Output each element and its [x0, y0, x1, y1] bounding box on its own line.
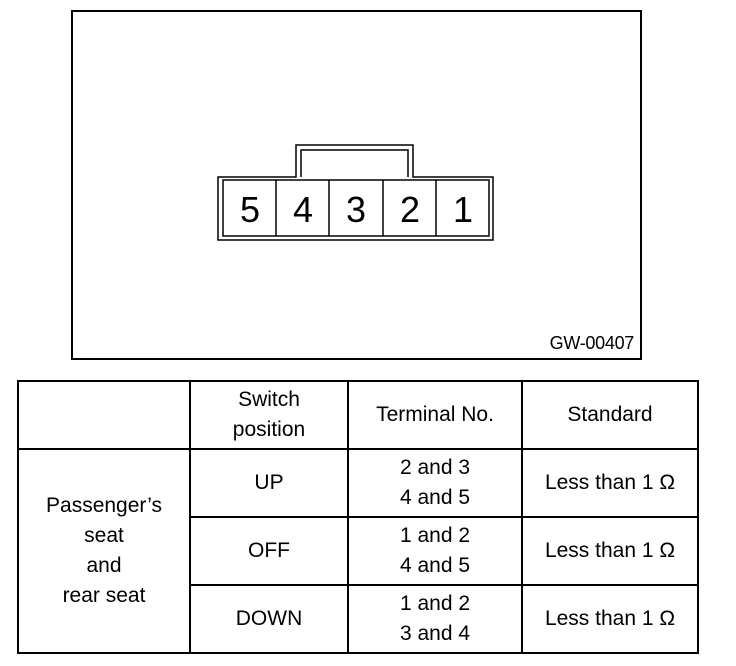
- terminal-pair: 3 and 4: [399, 622, 471, 645]
- table-row: DOWN 1 and 2 3 and 4 Less than 1 Ω: [18, 584, 699, 654]
- connector-outline: [217, 144, 494, 241]
- header-switch-line1: Switch: [238, 388, 300, 411]
- spec-table: Switch position Terminal No. Standard Pa…: [17, 380, 699, 654]
- terminal-pair: 1 and 2: [399, 524, 471, 547]
- group-label-line: rear seat: [62, 584, 146, 607]
- terminal-pair: 1 and 2: [399, 592, 471, 615]
- terminal-cell: 1 and 2 4 and 5: [347, 516, 523, 586]
- standard-cell: Less than 1 Ω: [521, 584, 699, 654]
- terminal-pair: 4 and 5: [399, 486, 471, 509]
- group-label: Passenger’s seat and rear seat: [17, 448, 191, 654]
- terminal-pair: 2 and 3: [399, 456, 471, 479]
- switch-position-cell: DOWN: [189, 584, 349, 654]
- pin-label: 3: [346, 189, 366, 230]
- switch-position-cell: OFF: [189, 516, 349, 586]
- terminal-pair: 4 and 5: [399, 554, 471, 577]
- standard-cell: Less than 1 Ω: [521, 448, 699, 518]
- table-header-row: Switch position Terminal No. Standard: [17, 380, 699, 450]
- terminal-cell: 1 and 2 3 and 4: [347, 584, 523, 654]
- pin-label: 2: [400, 189, 420, 230]
- pin-label: 4: [293, 189, 313, 230]
- connector-latch: [300, 149, 409, 177]
- header-terminal-no: Terminal No.: [347, 380, 523, 450]
- connector-figure: 5 4 3 2 1 GW-00407: [71, 10, 642, 360]
- header-empty: [17, 380, 191, 450]
- switch-position-cell: UP: [189, 448, 349, 518]
- header-switch-line2: position: [232, 418, 306, 441]
- group-label-line: seat: [84, 524, 124, 547]
- connector-diagram: 5 4 3 2 1: [217, 144, 494, 241]
- group-label-line: Passenger’s: [46, 494, 162, 517]
- header-standard: Standard: [521, 380, 699, 450]
- pin-label: 5: [240, 189, 260, 230]
- terminal-cell: 2 and 3 4 and 5: [347, 448, 523, 518]
- pin-label: 1: [453, 189, 473, 230]
- table-row: OFF 1 and 2 4 and 5 Less than 1 Ω: [18, 516, 699, 586]
- standard-cell: Less than 1 Ω: [521, 516, 699, 586]
- table-row: Passenger’s seat and rear seat UP 2 and …: [17, 448, 699, 654]
- group-label-line: and: [86, 554, 122, 577]
- figure-id: GW-00407: [549, 333, 635, 353]
- connector-pin-frame: [222, 179, 490, 237]
- header-switch-position: Switch position: [189, 380, 349, 450]
